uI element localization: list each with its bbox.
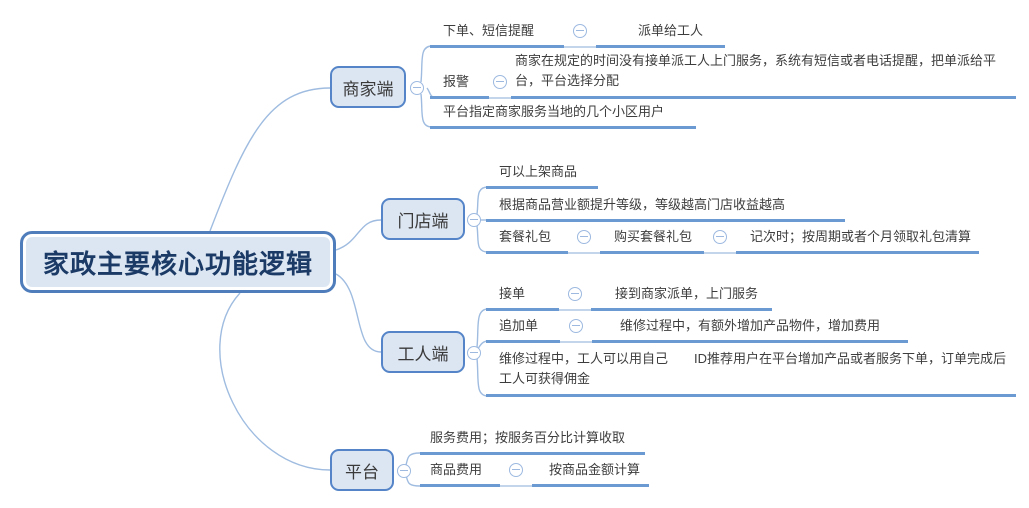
child-node-row: 商品费用 按商品金额计算 (420, 461, 650, 487)
collapse-icon-cell (559, 287, 592, 311)
collapse-icon[interactable] (410, 81, 424, 95)
root-node[interactable]: 家政主要核心功能逻辑 (20, 231, 336, 293)
node-text[interactable]: 维修过程中，工人可以用自己 ID推荐用户在平台增加产品或者服务下单，订单完成后工… (486, 349, 1016, 397)
collapse-icon-cell (500, 463, 533, 487)
collapse-icon-cell (568, 230, 601, 254)
node-text[interactable]: 按商品金额计算 (532, 461, 650, 487)
collapse-icon[interactable] (493, 75, 508, 89)
collapse-icon-cell (564, 24, 597, 48)
node-text[interactable]: 接单 (486, 285, 560, 311)
node-text[interactable]: 派单给工人 (596, 22, 726, 48)
collapse-icon[interactable] (509, 463, 524, 477)
branch-node-merchant[interactable]: 商家端 (330, 66, 406, 108)
collapse-icon-cell (704, 230, 737, 254)
link-root-worker (335, 273, 382, 353)
child-node-row: 平台指定商家服务当地的几个小区用户 (430, 103, 697, 129)
child-node-row: 维修过程中，工人可以用自己 ID推荐用户在平台增加产品或者服务下单，订单完成后工… (486, 349, 1016, 397)
branch-node-store[interactable]: 门店端 (381, 198, 465, 240)
collapse-icon[interactable] (569, 319, 584, 333)
node-text[interactable]: 商品费用 (420, 461, 501, 487)
child-node-row: 报警 商家在规定的时间没有接单派工人上门服务，系统有短信或者电话提醒，把单派给平… (430, 51, 1017, 99)
collapse-icon[interactable] (577, 230, 592, 244)
node-text[interactable]: 记次时；按周期或者个月领取礼包清算 (736, 228, 980, 254)
child-node-row: 接单 接到商家派单，上门服务 (486, 285, 773, 311)
collapse-icon[interactable] (713, 230, 728, 244)
node-text[interactable]: 下单、短信提醒 (430, 22, 565, 48)
link-root-merchant (209, 87, 331, 232)
collapse-icon[interactable] (573, 24, 588, 38)
node-text[interactable]: 服务费用；按服务百分比计算收取 (420, 429, 646, 455)
node-text[interactable]: 维修过程中，有额外增加产品物件，增加费用 (592, 317, 909, 343)
collapse-icon[interactable] (467, 346, 481, 360)
node-text[interactable]: 根据商品营业额提升等级，等级越高门店收益越高 (486, 196, 846, 222)
node-text[interactable]: 报警 (430, 73, 490, 99)
child-node-row: 可以上架商品 (486, 163, 599, 189)
child-node-row: 下单、短信提醒 派单给工人 (430, 22, 726, 48)
node-text[interactable]: 平台指定商家服务当地的几个小区用户 (430, 103, 697, 129)
link-platform-c0 (405, 452, 421, 466)
child-node-row: 追加单 维修过程中，有额外增加产品物件，增加费用 (486, 317, 909, 343)
node-text[interactable]: 可以上架商品 (486, 163, 599, 189)
collapse-icon-cell (489, 75, 512, 99)
collapse-icon[interactable] (568, 287, 583, 301)
collapse-icon[interactable] (397, 464, 411, 478)
node-text[interactable]: 套餐礼包 (486, 228, 569, 254)
node-text[interactable]: 接到商家派单，上门服务 (591, 285, 773, 311)
collapse-icon[interactable] (467, 213, 481, 227)
link-root-platform (219, 292, 331, 471)
child-node-row: 服务费用；按服务百分比计算收取 (420, 429, 646, 455)
collapse-icon-cell (560, 319, 593, 343)
branch-node-worker[interactable]: 工人端 (381, 331, 465, 373)
node-text[interactable]: 商家在规定的时间没有接单派工人上门服务，系统有短信或者电话提醒，把单派给平台，平… (511, 51, 1017, 99)
node-text[interactable]: 追加单 (486, 317, 561, 343)
child-node-row: 套餐礼包 购买套餐礼包 记次时；按周期或者个月领取礼包清算 (486, 228, 980, 254)
node-text[interactable]: 购买套餐礼包 (600, 228, 705, 254)
link-root-store (335, 219, 382, 251)
branch-node-platform[interactable]: 平台 (330, 449, 394, 491)
child-node-row: 根据商品营业额提升等级，等级越高门店收益越高 (486, 196, 846, 222)
